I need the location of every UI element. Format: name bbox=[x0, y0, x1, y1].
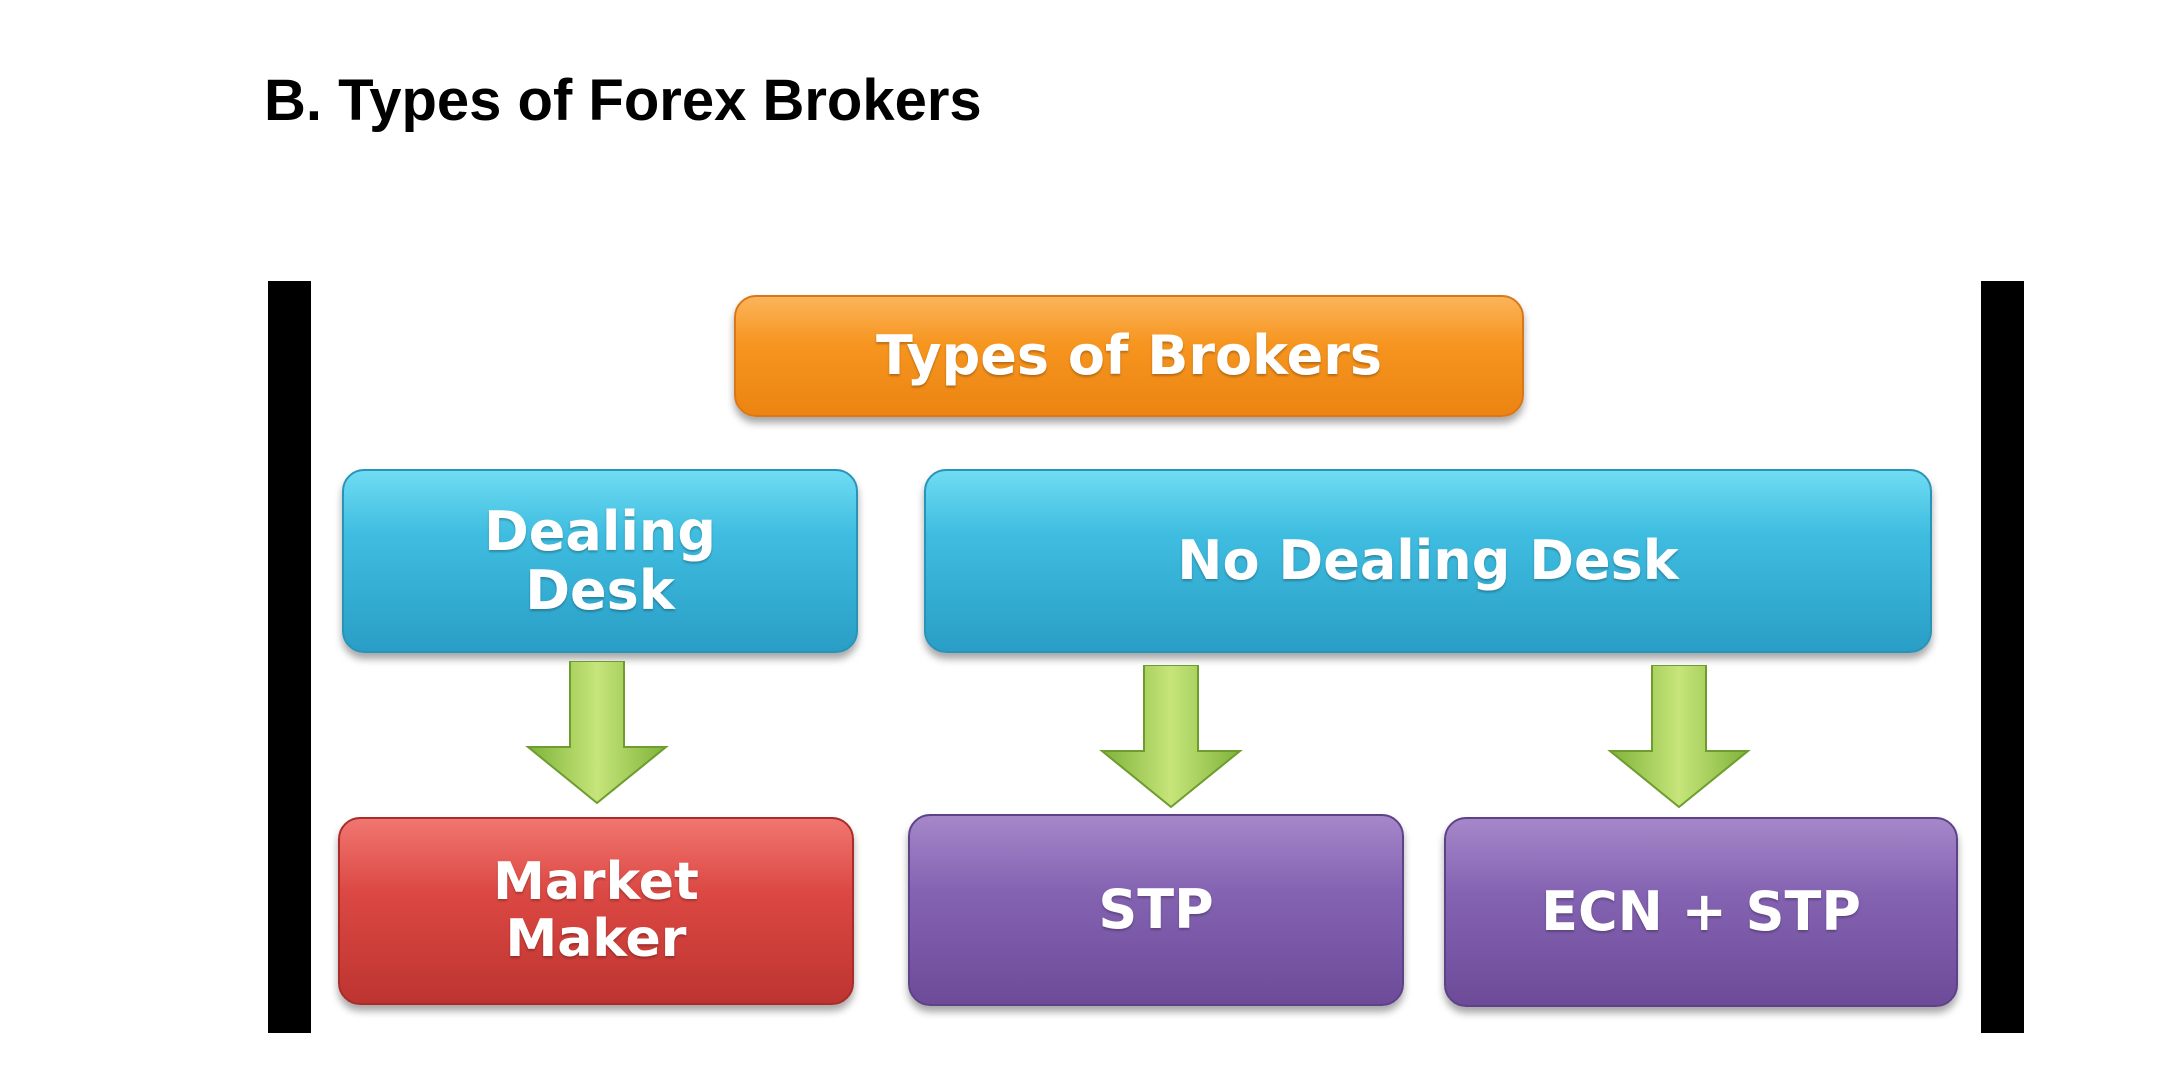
node-types-of-brokers-label: Types of Brokers bbox=[876, 324, 1382, 388]
node-no-dealing-desk-label: No Dealing Desk bbox=[1177, 529, 1679, 593]
node-types-of-brokers: Types of Brokers bbox=[734, 295, 1524, 417]
node-ecn-stp: ECN + STP bbox=[1444, 817, 1958, 1007]
node-ecn-stp-label: ECN + STP bbox=[1541, 880, 1861, 944]
frame-right-bar bbox=[1981, 281, 2024, 1033]
node-no-dealing-desk: No Dealing Desk bbox=[924, 469, 1932, 653]
node-market-maker-label: Market Maker bbox=[493, 851, 699, 969]
node-dealing-desk-label: Dealing Desk bbox=[483, 499, 716, 622]
node-stp-label: STP bbox=[1098, 878, 1214, 942]
node-market-maker: Market Maker bbox=[338, 817, 854, 1005]
down-arrow-icon bbox=[525, 661, 669, 805]
diagram-frame: Types of Brokers Dealing Desk No Dealing… bbox=[268, 281, 2024, 1033]
frame-left-bar bbox=[268, 281, 311, 1033]
slide-title: B. Types of Forex Brokers bbox=[264, 68, 982, 133]
node-stp: STP bbox=[908, 814, 1404, 1006]
node-dealing-desk: Dealing Desk bbox=[342, 469, 858, 653]
down-arrow-icon bbox=[1607, 665, 1751, 809]
down-arrow-icon bbox=[1099, 665, 1243, 809]
